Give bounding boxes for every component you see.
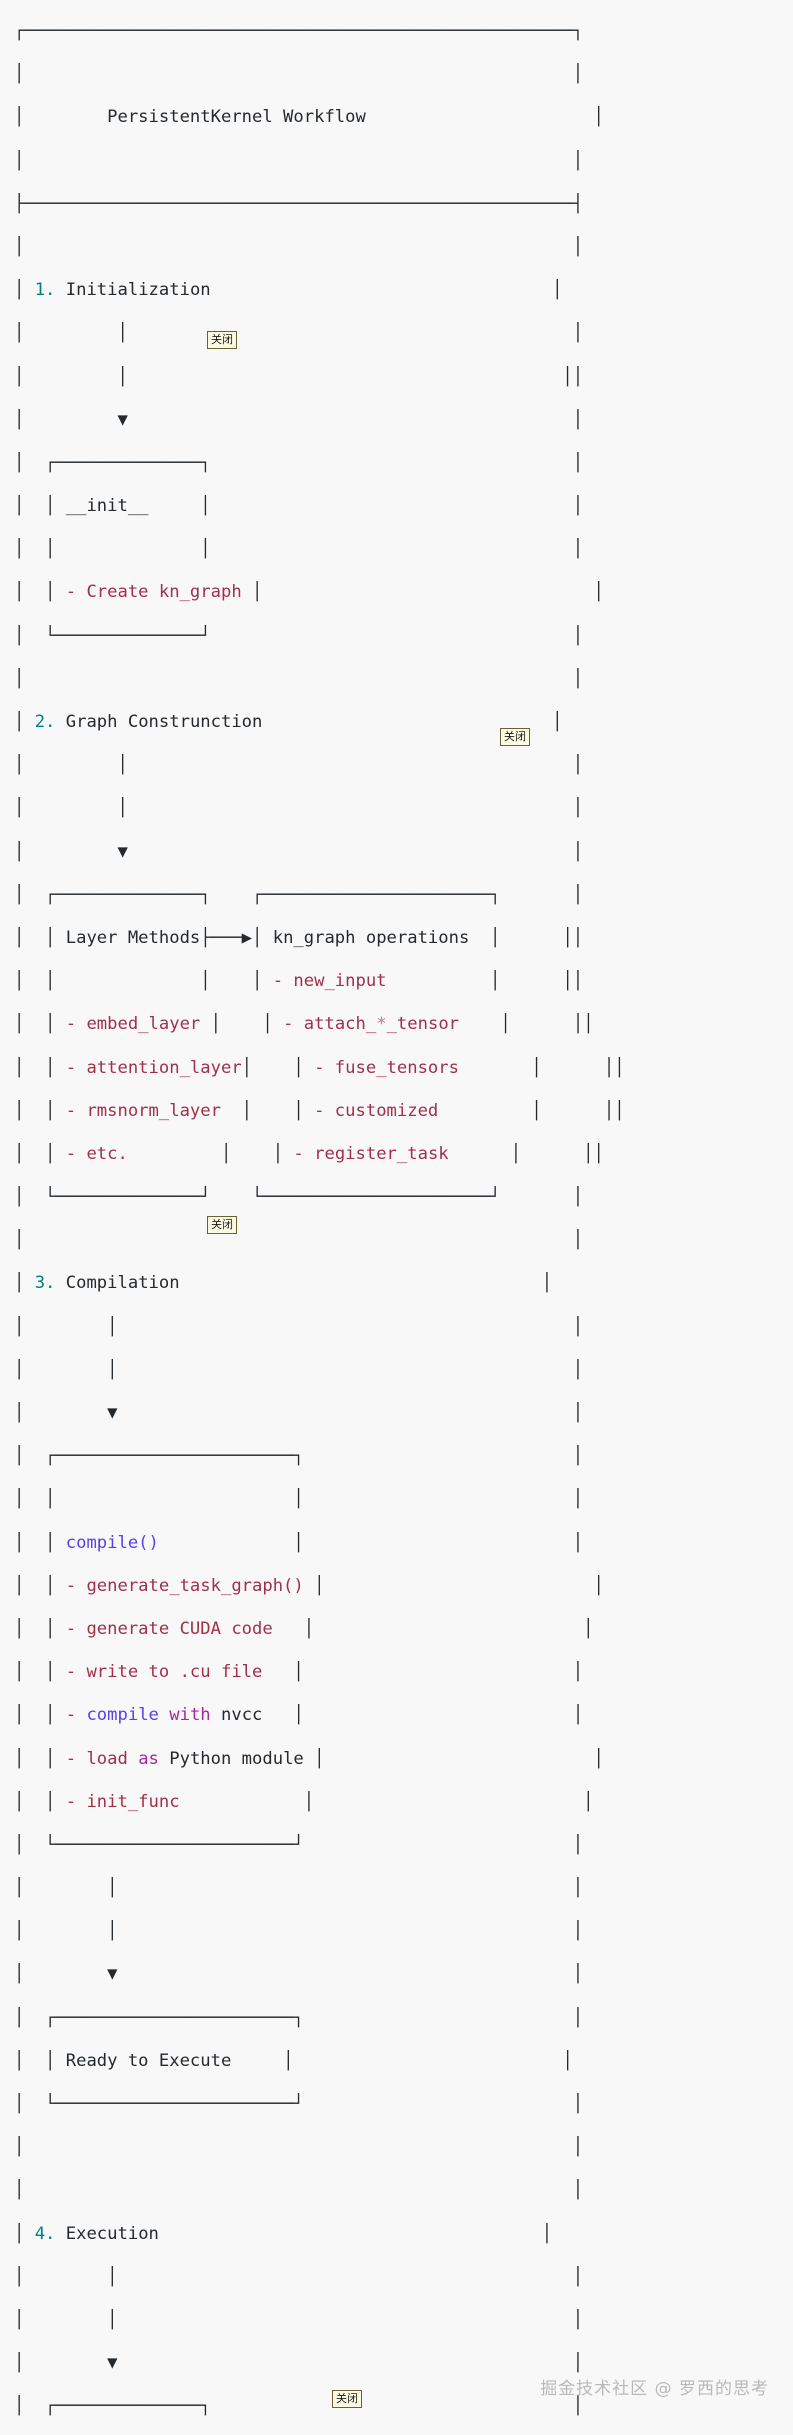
close-badge-1[interactable]: 关闭: [207, 331, 237, 349]
section-4-name: Execution: [65, 2223, 159, 2244]
close-badge-3[interactable]: 关闭: [207, 1216, 237, 1234]
kn-graph-ops-title: kn_graph operations: [272, 927, 470, 948]
diagram-line: │ ┌──────────────┐ ┌────────────────────…: [14, 884, 584, 905]
diagram-line: │ │ - write to .cu file │ │: [14, 1662, 584, 1683]
diagram-line: │ ┌───────────────────────┐ │: [14, 2007, 584, 2028]
init-box-item-0: - Create kn_graph: [65, 582, 242, 603]
diagram-line: │ 1. Initialization │: [14, 280, 563, 301]
diagram-line: │ ┌───────────────────────┐ │: [14, 1446, 584, 1467]
layer-method-2: - rmsnorm_layer: [65, 1100, 221, 1121]
compile-item-2: - write to .cu file: [65, 1662, 263, 1683]
diagram-line: │ 4. Execution │: [14, 2223, 553, 2244]
diagram-line: │ │ - init_func │ │: [14, 1791, 594, 1812]
diagram-line: │ └───────────────────────┘ │: [14, 1834, 584, 1855]
diagram-line: │ │ │: [14, 1878, 584, 1899]
diagram-line: │ ▼ │: [14, 1964, 584, 1985]
diagram-line: │ ┌──────────────┐ │: [14, 2396, 584, 2417]
diagram-line: │ │ - Create kn_graph │ │: [14, 582, 604, 603]
diagram-line: │ ▼ │: [14, 841, 584, 862]
diagram-line: │ │: [14, 668, 584, 689]
diagram-line: │ │ - generate_task_graph() │ │: [14, 1575, 604, 1596]
diagram-line: │ ▼ │: [14, 1403, 584, 1423]
diagram-line: │ │: [14, 2137, 584, 2158]
ascii-art-diagram: ┌───────────────────────────────────────…: [0, 10, 793, 2435]
kn-op-0: - new_input: [272, 971, 387, 992]
init-box-title: __init__: [65, 496, 149, 517]
compile-item-0: - generate_task_graph(): [65, 1575, 304, 1596]
diagram-line: │ └──────────────┘ │: [14, 625, 584, 646]
diagram-line: │ │ Ready to Execute │ │: [14, 2050, 573, 2071]
layer-method-0: - embed_layer: [65, 1014, 201, 1035]
diagram-line: │ │: [14, 150, 584, 171]
diagram-line: │ │ - generate CUDA code │ │: [14, 1618, 594, 1639]
diagram-line: │ │ compile() │ │: [14, 1532, 584, 1553]
diagram-line: │ │: [14, 64, 584, 85]
diagram-line: │ │ Layer Methods├───▶│ kn_graph operati…: [14, 927, 584, 948]
close-badge-4[interactable]: 关闭: [332, 2390, 362, 2408]
kn-op-4: - register_task: [293, 1143, 449, 1164]
compile-box-title: compile(): [65, 1532, 159, 1553]
diagram-line: │ ┌──────────────┐ │: [14, 452, 584, 473]
diagram-line: │ │ ││: [14, 366, 584, 387]
layer-method-1: - attention_layer: [65, 1057, 242, 1078]
diagram-line: │ │ - compile with nvcc │ │: [14, 1705, 584, 1726]
diagram-line: │ │ │: [14, 323, 584, 344]
diagram-line: │ │: [14, 236, 584, 257]
diagram-line: │ 2. Graph Construnction │: [14, 712, 563, 732]
diagram-line: │ │: [14, 1230, 584, 1251]
diagram-line: │ │ │: [14, 2309, 584, 2330]
kn-op-2: - fuse_tensors: [314, 1057, 459, 1078]
diagram-line: ├───────────────────────────────────────…: [14, 193, 584, 214]
diagram-line: │ │ │: [14, 798, 584, 819]
diagram-line: │ │ - load as Python module │ │: [14, 1748, 604, 1769]
ready-box-title: Ready to Execute: [65, 2050, 232, 2071]
section-2-name: Graph Construnction: [65, 712, 263, 732]
diagram-line: │ │ │ │: [14, 2429, 793, 2435]
layer-methods-title: Layer Methods: [65, 927, 201, 948]
diagram-line: ┌───────────────────────────────────────…: [14, 21, 584, 41]
section-2-number: 2.: [34, 712, 56, 732]
diagram-line: │ │ - attention_layer│ │ - fuse_tensors …: [14, 1057, 625, 1078]
diagram-line: │ │ │: [14, 1921, 584, 1942]
compile-item-5: - init_func: [65, 1791, 180, 1812]
diagram-line: │ 3. Compilation │: [14, 1273, 553, 1294]
diagram-line: │ │ │: [14, 1359, 584, 1380]
layer-method-3: - etc.: [65, 1143, 128, 1164]
section-4-number: 4.: [34, 2223, 56, 2244]
diagram-line: │ │ │ │ - new_input │ ││: [14, 971, 584, 992]
diagram-line: │ ▼ │: [14, 2353, 584, 2374]
diagram-line: │ │ │ │: [14, 539, 584, 560]
diagram-line: │ │ │: [14, 1316, 584, 1337]
diagram-line: │ │ - etc. │ │ - register_task │ ││: [14, 1143, 604, 1164]
section-3-number: 3.: [34, 1273, 56, 1294]
diagram-line: │ │ - rmsnorm_layer │ │ - customized │ │…: [14, 1100, 625, 1121]
kn-op-3: - customized: [314, 1100, 439, 1121]
diagram-line: │ PersistentKernel Workflow │: [14, 107, 604, 128]
diagram-line: │ │ │: [14, 755, 584, 776]
diagram-line: │ └──────────────┘ └────────────────────…: [14, 1187, 584, 1208]
compile-item-1: - generate CUDA code: [65, 1618, 273, 1639]
diagram-line: │ │ │: [14, 2266, 584, 2287]
diagram-line: │ │: [14, 2180, 584, 2201]
diagram-line: │ ▼ │: [14, 409, 584, 430]
section-1-number: 1.: [34, 280, 56, 301]
diagram-line: │ │ __init__ │ │: [14, 496, 584, 517]
diagram-title: PersistentKernel Workflow: [107, 107, 366, 128]
diagram-line: │ │ │ │: [14, 1489, 584, 1510]
diagram-line: │ │ - embed_layer │ │ - attach_*_tensor …: [14, 1014, 594, 1035]
close-badge-2[interactable]: 关闭: [500, 728, 530, 746]
section-1-name: Initialization: [65, 280, 211, 301]
section-3-name: Compilation: [65, 1273, 180, 1294]
diagram-line: │ └───────────────────────┘ │: [14, 2094, 584, 2114]
